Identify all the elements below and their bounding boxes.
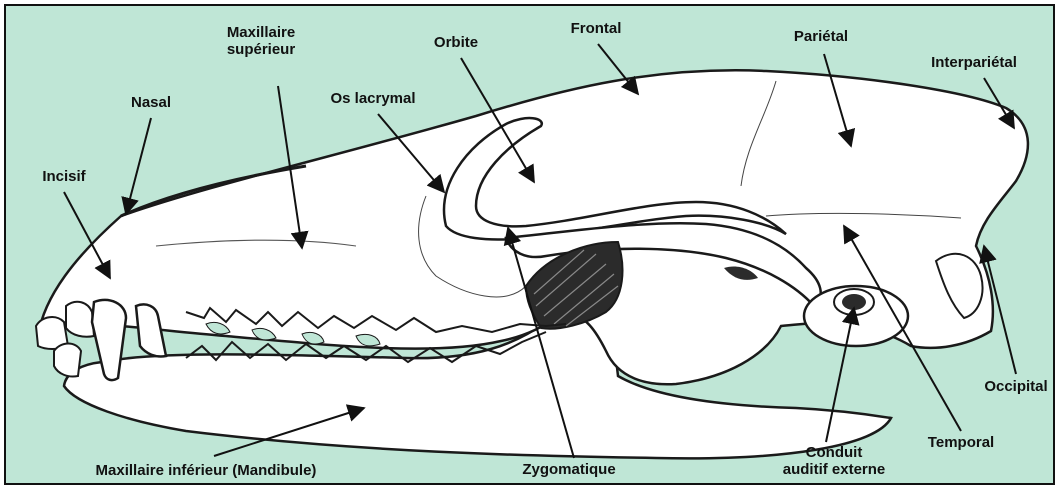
label-frontal: Frontal xyxy=(551,20,641,37)
label-maxillaire-inferieur: Maxillaire inférieur (Mandibule) xyxy=(16,462,396,479)
label-nasal: Nasal xyxy=(116,94,186,111)
label-maxillaire-superieur: Maxillaire supérieur xyxy=(206,24,316,58)
incisor-2 xyxy=(54,344,81,377)
label-orbite: Orbite xyxy=(416,34,496,51)
label-parietal: Pariétal xyxy=(771,28,871,45)
label-conduit-auditif-externe: Conduit auditif externe xyxy=(764,444,904,478)
incisor-3 xyxy=(66,302,94,337)
ear-canal-opening xyxy=(842,294,866,310)
label-interparietal: Interpariétal xyxy=(904,54,1044,71)
label-temporal: Temporal xyxy=(901,434,1021,451)
label-occipital: Occipital xyxy=(976,378,1055,395)
skull-diagram xyxy=(6,6,1055,485)
label-incisif: Incisif xyxy=(24,168,104,185)
diagram-frame: Maxillaire supérieur Orbite Frontal Pari… xyxy=(4,4,1055,485)
label-zygomatique: Zygomatique xyxy=(494,461,644,478)
label-os-lacrymal: Os lacrymal xyxy=(298,90,448,107)
